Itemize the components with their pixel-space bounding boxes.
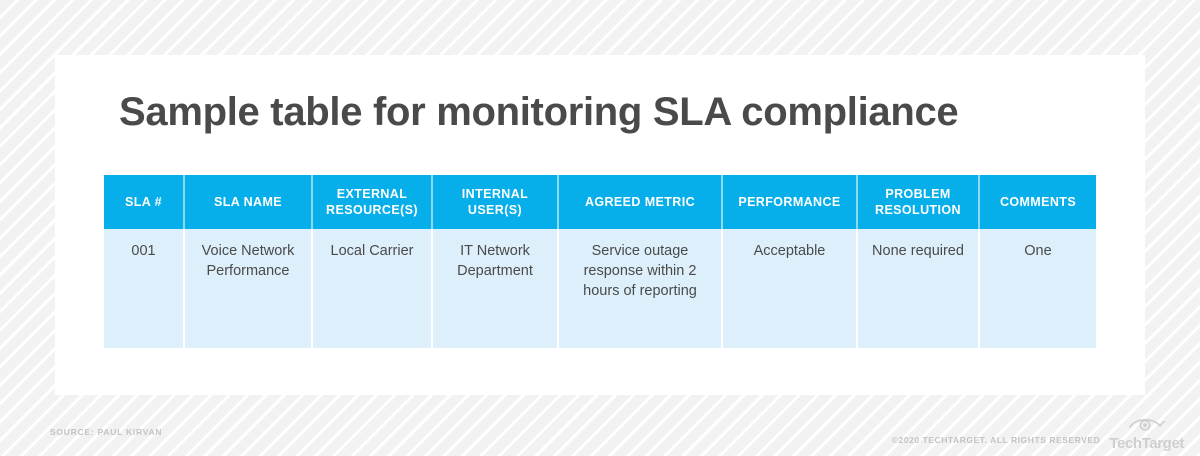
cell-sla-number: 001 xyxy=(104,229,185,348)
column-header-external-resources: EXTERNAL RESOURCE(S) xyxy=(312,175,433,229)
sla-compliance-table: SLA # SLA NAME EXTERNAL RESOURCE(S) INTE… xyxy=(104,175,1096,348)
column-header-sla-number: SLA # xyxy=(104,175,185,229)
sla-table-container: SLA # SLA NAME EXTERNAL RESOURCE(S) INTE… xyxy=(104,175,1096,348)
cell-performance: Acceptable xyxy=(722,229,858,348)
page-title: Sample table for monitoring SLA complian… xyxy=(119,90,959,134)
table-header-row: SLA # SLA NAME EXTERNAL RESOURCE(S) INTE… xyxy=(104,175,1096,229)
cell-internal-users: IT Network Department xyxy=(432,229,559,348)
table-body: 001 Voice Network Performance Local Carr… xyxy=(104,229,1096,348)
table-header: SLA # SLA NAME EXTERNAL RESOURCE(S) INTE… xyxy=(104,175,1096,229)
eye-icon xyxy=(1127,414,1167,435)
content-card: Sample table for monitoring SLA complian… xyxy=(55,55,1145,395)
cell-comments: One xyxy=(979,229,1096,348)
cell-problem-resolution: None required xyxy=(857,229,980,348)
source-credit: SOURCE: PAUL KIRVAN xyxy=(50,427,163,437)
cell-agreed-metric: Service outage response within 2 hours o… xyxy=(558,229,723,348)
copyright-notice: ©2020 TECHTARGET. ALL RIGHTS RESERVED xyxy=(891,434,1101,445)
footer-branding: ©2020 TECHTARGET. ALL RIGHTS RESERVED Te… xyxy=(892,414,1184,451)
techtarget-logo: TechTarget xyxy=(1109,414,1184,451)
column-header-agreed-metric: AGREED METRIC xyxy=(558,175,723,229)
column-header-problem-resolution: PROBLEM RESOLUTION xyxy=(857,175,980,229)
column-header-sla-name: SLA NAME xyxy=(184,175,313,229)
table-row: 001 Voice Network Performance Local Carr… xyxy=(104,229,1096,348)
column-header-internal-users: INTERNAL USER(S) xyxy=(432,175,559,229)
techtarget-wordmark: TechTarget xyxy=(1109,435,1184,452)
cell-external-resources: Local Carrier xyxy=(312,229,433,348)
cell-sla-name: Voice Network Performance xyxy=(184,229,313,348)
column-header-performance: PERFORMANCE xyxy=(722,175,858,229)
column-header-comments: COMMENTS xyxy=(979,175,1096,229)
